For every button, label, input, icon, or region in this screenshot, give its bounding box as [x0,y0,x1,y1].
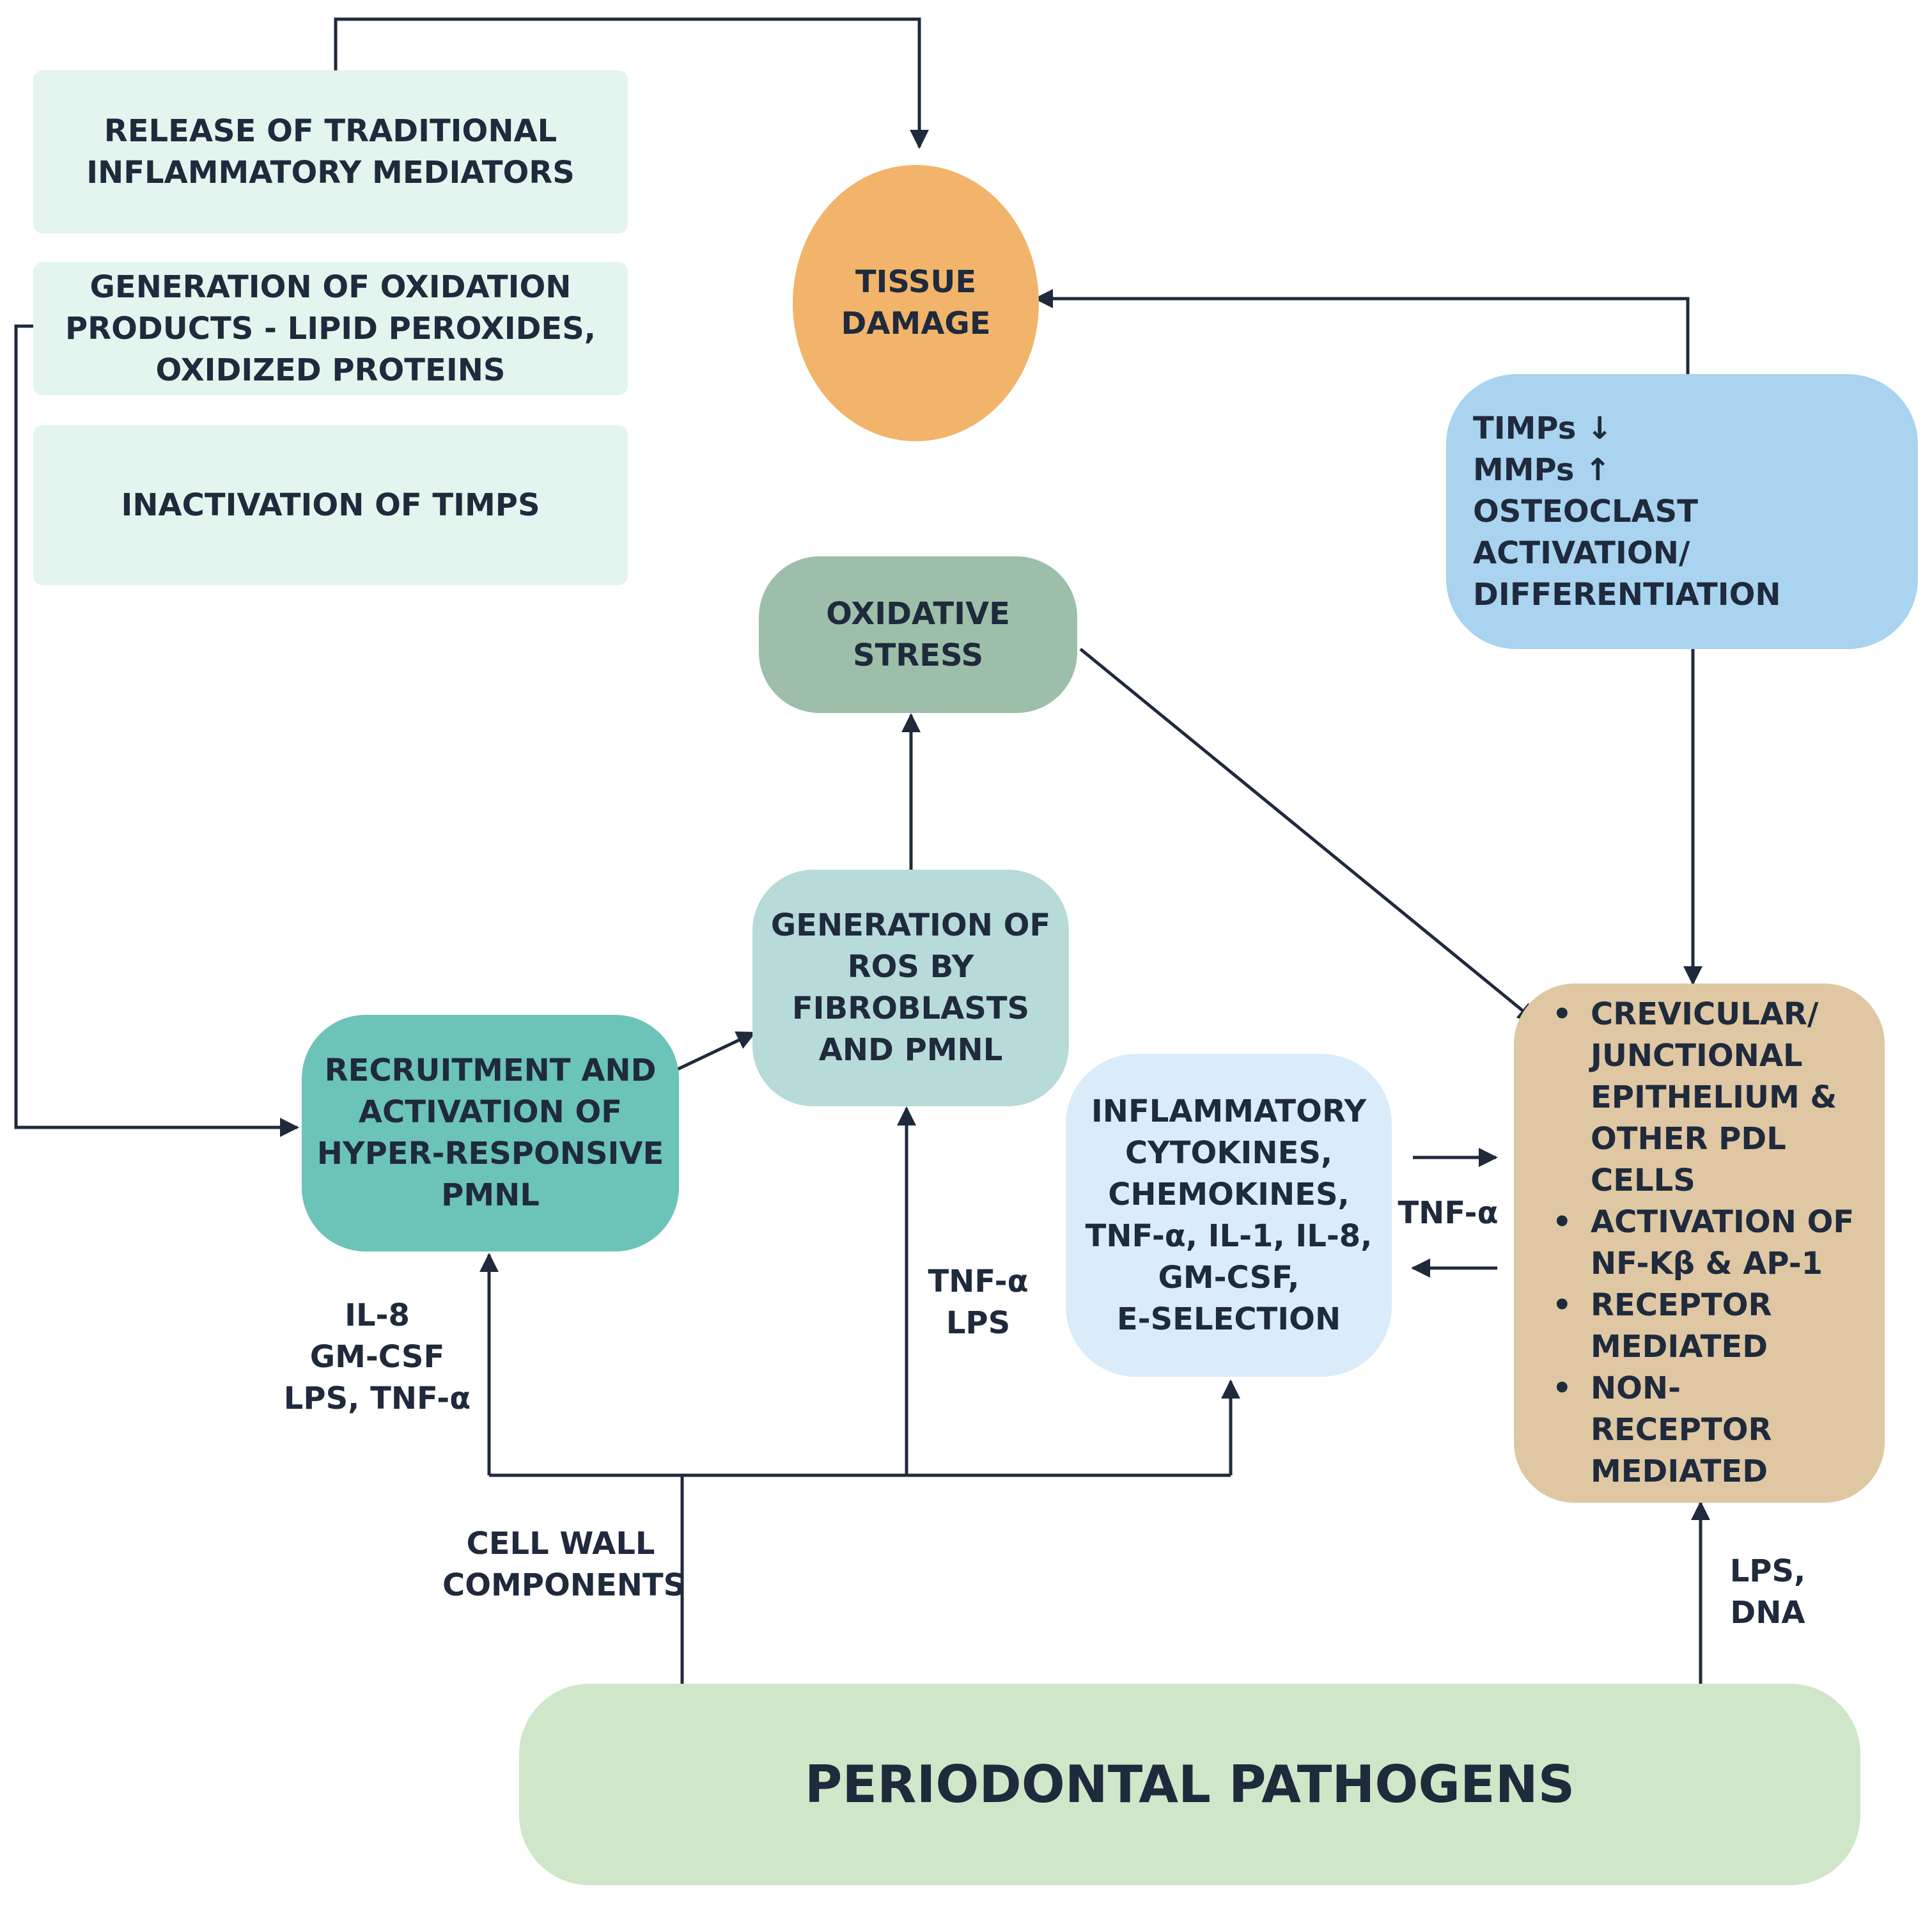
list-item: CREVICULAR/ JUNCTIONAL EPITHELIUM & OTHE… [1552,994,1858,1202]
inflammatory-cytokines-text: INFLAMMATORY CYTOKINES, CHEMOKINES, TNF-… [1085,1093,1373,1337]
timps-mmps-box: TIMPs ↓ MMPs ↑ OSTEOCLAST ACTIVATION/ DI… [1446,374,1918,649]
oxidation-products-box: GENERATION OF OXIDATION PRODUCTS - LIPID… [33,262,628,395]
arrow-oxidation-to-recruitment [14,324,299,1137]
list-item: NON-RECEPTOR MEDIATED [1552,1368,1858,1493]
arrow-top-to-tissue [334,17,929,149]
oxidative-stress-text: OXIDATIVE STRESS [826,595,1010,673]
timps-mmps-text: TIMPs ↓ MMPs ↑ OSTEOCLAST ACTIVATION/ DI… [1473,410,1781,613]
crevicular-epithelium-list: CREVICULAR/ JUNCTIONAL EPITHELIUM & OTHE… [1552,994,1858,1493]
oxidative-stress-node: OXIDATIVE STRESS [759,556,1077,713]
inflammatory-cytokines-node: INFLAMMATORY CYTOKINES, CHEMOKINES, TNF-… [1066,1054,1392,1377]
il8-gmcsf-lps-label: IL-8 GM-CSF LPS, TNF-α [283,1297,471,1416]
tissue-damage-node: TISSUE DAMAGE [793,165,1039,441]
pmnl-recruitment-text: RECRUITMENT AND ACTIVATION OF HYPER-RESP… [316,1053,664,1213]
crevicular-epithelium-node: CREVICULAR/ JUNCTIONAL EPITHELIUM & OTHE… [1514,984,1885,1503]
cell-wall-label: CELL WALL COMPONENTS [442,1526,686,1603]
arrow-oxidative-to-crevicular [1079,648,1538,1023]
oxidation-products-text: GENERATION OF OXIDATION PRODUCTS - LIPID… [65,269,596,388]
release-mediators-box: RELEASE OF TRADITIONAL INFLAMMATORY MEDI… [33,70,628,233]
periodontal-pathogens-node: PERIODONTAL PATHOGENS [519,1684,1860,1885]
list-item: ACTIVATION OF NF-Kβ & AP-1 [1552,1202,1858,1285]
tnf-lps-label: TNF-α LPS [928,1264,1029,1341]
ros-generation-node: GENERATION OF ROS BY FIBROBLASTS AND PMN… [752,870,1069,1106]
ros-generation-text: GENERATION OF ROS BY FIBROBLASTS AND PMN… [770,907,1051,1068]
tnf-alpha-label: TNF-α [1398,1195,1499,1231]
periodontal-pathogens-text: PERIODONTAL PATHOGENS [804,1754,1575,1814]
arrow-timps-to-tissue [1034,289,1690,374]
arrow-recruitment-to-ros [676,1031,756,1071]
lps-dna-label: LPS, DNA [1729,1553,1806,1631]
release-mediators-text: RELEASE OF TRADITIONAL INFLAMMATORY MEDI… [86,113,575,191]
list-item: RECEPTOR MEDIATED [1552,1285,1858,1368]
tissue-damage-text: TISSUE DAMAGE [841,264,991,341]
inactivation-timps-text: INACTIVATION OF TIMPS [121,487,540,523]
pmnl-recruitment-node: RECRUITMENT AND ACTIVATION OF HYPER-RESP… [302,1015,679,1251]
inactivation-timps-box: INACTIVATION OF TIMPS [33,425,628,585]
